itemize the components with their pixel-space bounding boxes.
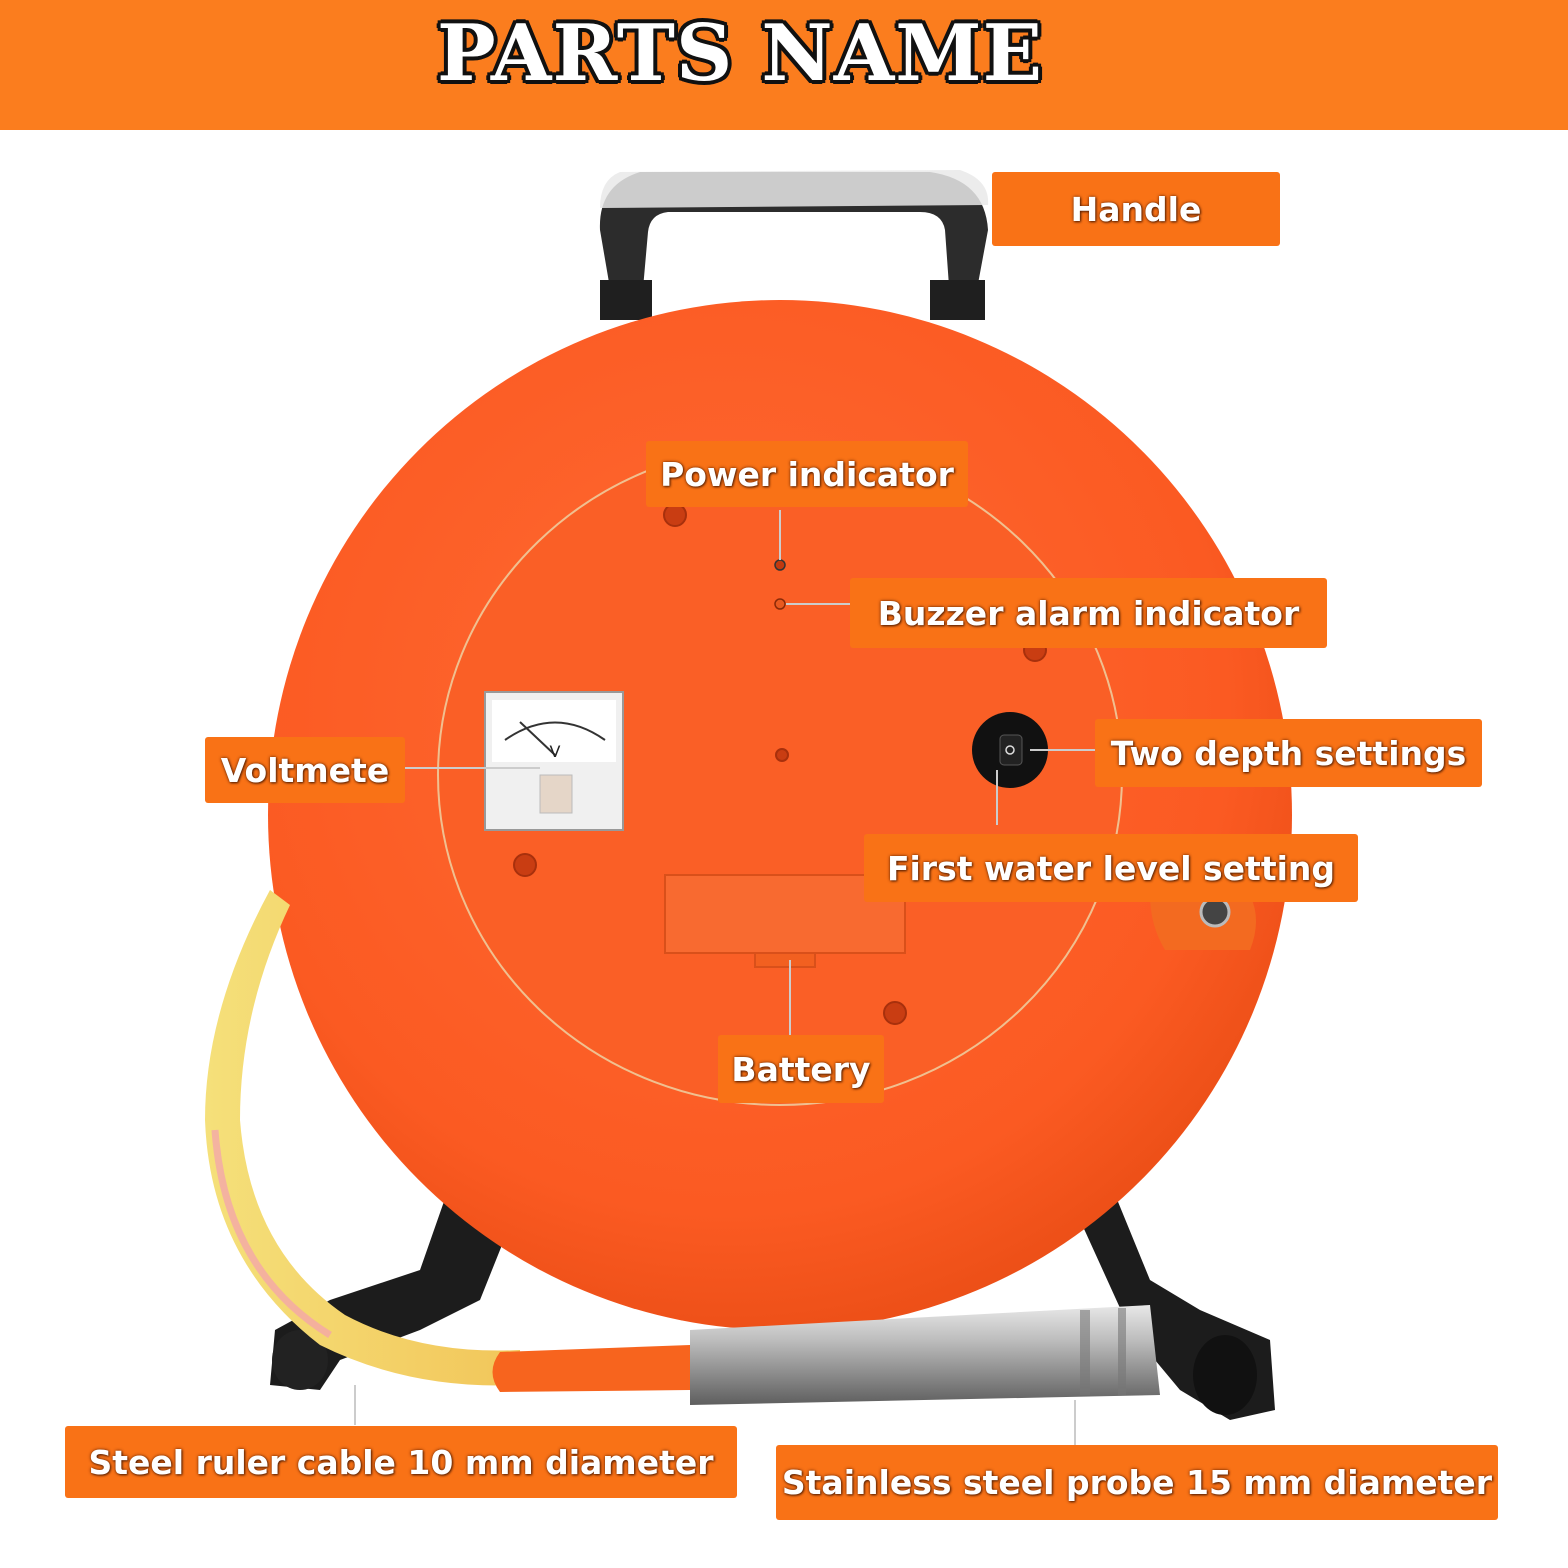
voltmeter-gauge: V xyxy=(484,691,624,831)
voltmeter-unit: V xyxy=(550,742,561,761)
label-power-indicator: Power indicator xyxy=(646,441,968,507)
screws xyxy=(513,503,1047,1025)
leader-lines xyxy=(354,510,1095,1445)
page-title: PARTS NAME xyxy=(436,8,1044,99)
side-socket xyxy=(1150,895,1256,950)
label-buzzer-alarm-indicator: Buzzer alarm indicator xyxy=(850,578,1327,648)
stainless-steel-probe xyxy=(492,1305,1160,1405)
depth-setting-switch xyxy=(972,712,1048,788)
power-indicator-led xyxy=(774,559,786,571)
handle-frame xyxy=(599,170,989,320)
label-first-water-level-setting: First water level setting xyxy=(864,834,1358,902)
label-voltmete: Voltmete xyxy=(205,737,405,803)
label-handle: Handle xyxy=(992,172,1280,246)
label-stainless-steel-probe: Stainless steel probe 15 mm diameter xyxy=(776,1445,1498,1520)
label-two-depth-settings: Two depth settings xyxy=(1095,719,1482,787)
label-battery: Battery xyxy=(718,1035,884,1103)
buzzer-indicator-led xyxy=(774,598,786,610)
header-banner xyxy=(0,0,1568,130)
steel-ruler-cable xyxy=(205,890,520,1386)
label-steel-ruler-cable: Steel ruler cable 10 mm diameter xyxy=(65,1426,737,1498)
